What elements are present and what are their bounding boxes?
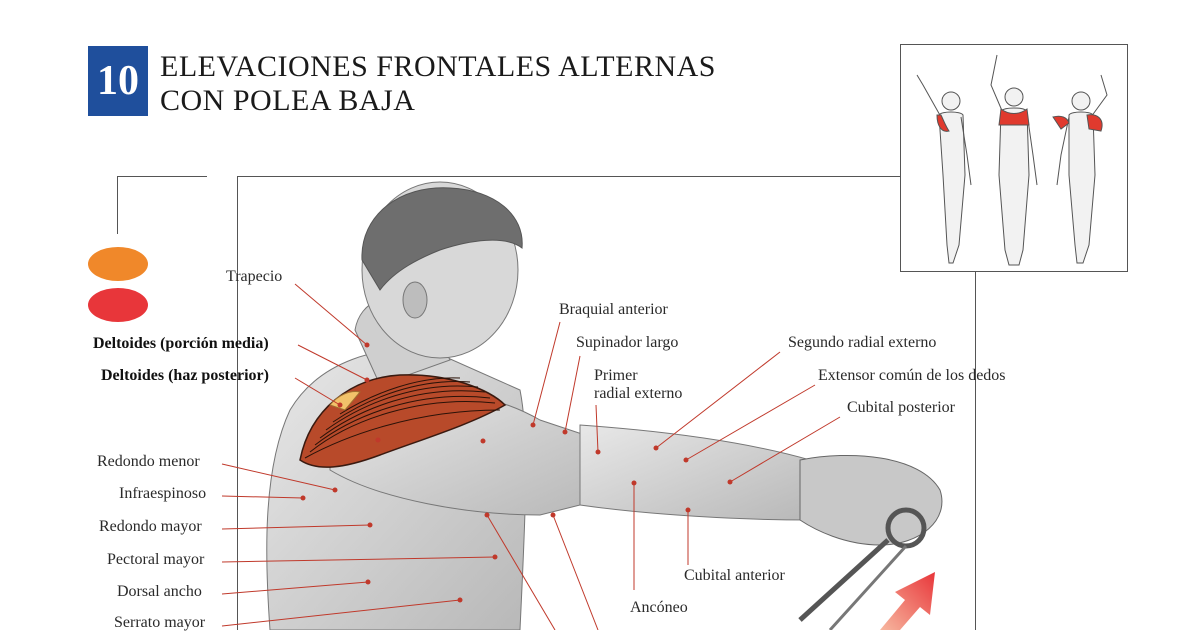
ear-shape [402,281,428,319]
label-deltoides-media: Deltoides (porción media) [93,335,269,352]
title-line-1: ELEVACIONES FRONTALES ALTERNAS [160,50,716,83]
label-pectoral-mayor: Pectoral mayor [107,551,205,568]
inset-figures-panel [900,44,1128,272]
inset-figures [916,54,1108,266]
hair-shape [361,187,523,291]
fist-shape [799,454,943,546]
exercise-number-badge: 10 [88,46,148,116]
inset-figure-front [990,54,1038,266]
legend-bracket-vertical [117,176,118,234]
deltoid-fibers [304,377,501,459]
cable-line-2 [828,544,908,630]
label-braquial-anterior: Braquial anterior [559,301,668,318]
label-primer-radial-line1: Primer [594,367,638,384]
inset-figure-back [916,74,972,264]
direction-arrow [880,572,935,630]
legend-orange-oval [88,247,148,281]
label-supinador-largo: Supinador largo [576,334,679,351]
label-extensor-comun: Extensor común de los dedos [818,367,1006,384]
legend-bracket-top [117,176,207,177]
exercise-title: ELEVACIONES FRONTALES ALTERNAS CON POLEA… [160,50,716,118]
leader-dots [300,342,733,603]
forearm-shape [579,424,811,521]
cable-line [798,538,890,622]
label-redondo-menor: Redondo menor [97,453,200,470]
label-dorsal-ancho: Dorsal ancho [117,583,202,600]
frame-top-line [237,176,900,177]
label-cubital-posterior: Cubital posterior [847,399,955,416]
legend-red-oval [88,288,148,322]
label-deltoides-posterior: Deltoides (haz posterior) [101,367,269,384]
label-cubital-anterior: Cubital anterior [684,567,785,584]
label-primer-radial-line2: radial externo [594,385,683,402]
label-trapecio: Trapecio [226,268,283,285]
label-redondo-mayor: Redondo mayor [99,518,202,535]
frame-left-line [237,176,238,630]
title-line-2: CON POLEA BAJA [160,84,416,117]
frame-right-line [975,270,976,630]
label-infraespinoso: Infraespinoso [119,485,207,502]
inset-figure-side [1052,74,1108,264]
label-anconeo: Ancóneo [630,599,688,616]
label-serrato-mayor: Serrato mayor [114,614,206,631]
label-segundo-radial: Segundo radial externo [788,334,937,351]
leader-lines [221,283,841,630]
